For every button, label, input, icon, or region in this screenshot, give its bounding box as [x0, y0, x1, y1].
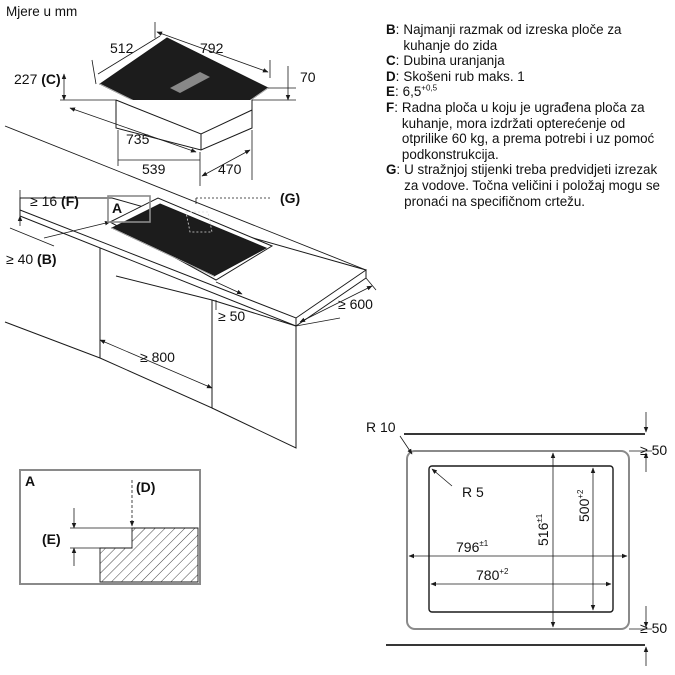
note-text-main: Radna ploča u koju je ugrađena ploča za … [401, 99, 655, 162]
note-text-main: Skošeni rub maks. 1 [403, 68, 525, 84]
note-key: F [386, 99, 395, 115]
detail-frame [19, 469, 201, 585]
note-key: D [386, 68, 396, 84]
note-text: Dubina uranjanja [399, 53, 671, 69]
note-tolerance: +0,5 [421, 83, 438, 93]
note-item: C:Dubina uranjanja [386, 53, 671, 69]
label-top-gap: ≥ 50 [640, 442, 667, 458]
detail-labels: A (D) (E) [25, 473, 155, 547]
note-separator: : [395, 68, 400, 84]
note-text: 6,5+0,5 [399, 84, 671, 100]
label-inner-depth: 500+2 [576, 489, 592, 522]
label-min-thickness: ≥ 16 (F) [30, 193, 79, 209]
detail-a [19, 469, 201, 585]
note-text: Radna ploča u koju je ugrađena ploča za … [398, 100, 671, 162]
note-item: E:6,5+0,5 [386, 84, 671, 100]
label-outer-depth: 516±1 [535, 513, 551, 546]
detail-marker-box [107, 195, 151, 223]
note-separator: : [396, 162, 401, 178]
label-rear-cutout: (G) [280, 190, 300, 206]
label-inner-width: 780+2 [476, 567, 509, 583]
note-key: C [386, 53, 396, 69]
label-radius-outer: R 10 [366, 419, 396, 435]
label-box-depth: 539 [142, 161, 166, 177]
cutout-plan [386, 412, 652, 666]
label-radius-inner: R 5 [462, 484, 484, 500]
label-front-gap: ≥ 50 [218, 308, 245, 324]
note-text-main: Najmanji razmak od izreska ploče za kuha… [403, 22, 622, 53]
label-bottom-gap: ≥ 50 [640, 620, 667, 636]
note-item: B:Najmanji razmak od izreska ploče za ku… [386, 22, 671, 53]
note-key: E [386, 84, 395, 100]
legend-notes: B:Najmanji razmak od izreska ploče za ku… [386, 22, 671, 209]
label-outer-width: 796±1 [456, 539, 489, 555]
label-hob-height: 70 [300, 69, 316, 85]
hob-labels: 792 512 227 (C) 70 735 539 470 [14, 40, 316, 177]
note-separator: : [394, 99, 398, 115]
note-key: B [386, 22, 396, 37]
hob-vent-slot [170, 72, 210, 93]
note-text-main: 6,5 [402, 84, 422, 100]
note-text: Skošeni rub maks. 1 [399, 69, 671, 85]
note-key: G [386, 162, 397, 178]
note-text-main: Dubina uranjanja [403, 53, 505, 69]
label-detail-marker: A [112, 200, 122, 216]
label-detail-e: (E) [42, 531, 61, 547]
label-worktop-depth: ≥ 600 [338, 296, 373, 312]
units-label: Mjere u mm [6, 4, 78, 19]
label-detail-d: (D) [136, 479, 155, 495]
note-separator: : [394, 84, 399, 100]
label-hob-width: 792 [200, 40, 224, 56]
note-text: U stražnjoj stijenki treba predvidjeti i… [400, 162, 671, 209]
hob-drawing [60, 22, 296, 186]
label-hob-depth: 512 [110, 40, 134, 56]
note-text-main: U stražnjoj stijenki treba predvidjeti i… [404, 162, 660, 209]
note-item: F:Radna ploča u koju je ugrađena ploča z… [386, 100, 671, 162]
outer-cutout [406, 450, 630, 630]
note-text: Najmanji razmak od izreska ploče za kuha… [399, 22, 671, 53]
label-cabinet-width: ≥ 800 [140, 349, 175, 365]
label-immersion: 227 (C) [14, 71, 61, 87]
note-item: G:U stražnjoj stijenki treba predvidjeti… [386, 162, 671, 209]
label-detail-title: A [25, 473, 35, 489]
worktop-labels: ≥ 16 (F) ≥ 40 (B) (G) ≥ 50 ≥ 600 ≥ 800 A [6, 190, 373, 365]
detail-hatched-section [99, 527, 199, 583]
label-box-offset: 470 [218, 161, 242, 177]
cutout-labels: R 10 R 5 796±1 780+2 516±1 500+2 ≥ 50 ≥ … [366, 419, 667, 636]
label-box-width: 735 [126, 131, 150, 147]
worktop-drawing [4, 125, 377, 449]
inner-cutout [428, 465, 614, 613]
note-separator: : [395, 22, 400, 37]
note-item: D:Skošeni rub maks. 1 [386, 69, 671, 85]
label-wall-gap: ≥ 40 (B) [6, 251, 56, 267]
note-separator: : [395, 53, 400, 69]
